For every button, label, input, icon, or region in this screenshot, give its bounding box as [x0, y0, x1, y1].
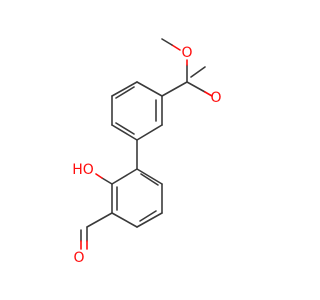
bond — [161, 38, 173, 46]
bond — [171, 44, 181, 51]
bond — [136, 168, 163, 185]
aldehyde-oxygen-label: O — [73, 250, 84, 266]
bond — [95, 173, 103, 179]
bond — [136, 212, 163, 228]
bond — [190, 66, 206, 78]
bond — [111, 81, 138, 97]
bond — [161, 81, 188, 97]
bond — [139, 210, 157, 222]
bond — [140, 173, 159, 186]
bond — [115, 86, 135, 99]
ester-ether-oxygen-label: O — [181, 45, 192, 61]
bond — [101, 177, 113, 185]
bond — [115, 122, 135, 135]
top-benzene-ring — [111, 81, 163, 141]
bond — [204, 91, 213, 97]
methyl-ester-group: O O — [161, 38, 222, 106]
hydroxyl-group: HO — [72, 162, 113, 185]
molecule-diagram: O O HO O — [72, 38, 222, 266]
bottom-benzene-ring — [111, 168, 163, 228]
bond — [86, 212, 113, 228]
bond — [111, 168, 138, 185]
bond — [111, 212, 138, 228]
bond — [136, 81, 163, 97]
bond — [136, 124, 163, 141]
bond — [186, 81, 206, 93]
hydroxyl-label: HO — [72, 162, 94, 178]
ester-carbonyl-oxygen-label: O — [210, 90, 221, 106]
bond — [111, 124, 138, 141]
aldehyde-group: O — [73, 212, 113, 266]
